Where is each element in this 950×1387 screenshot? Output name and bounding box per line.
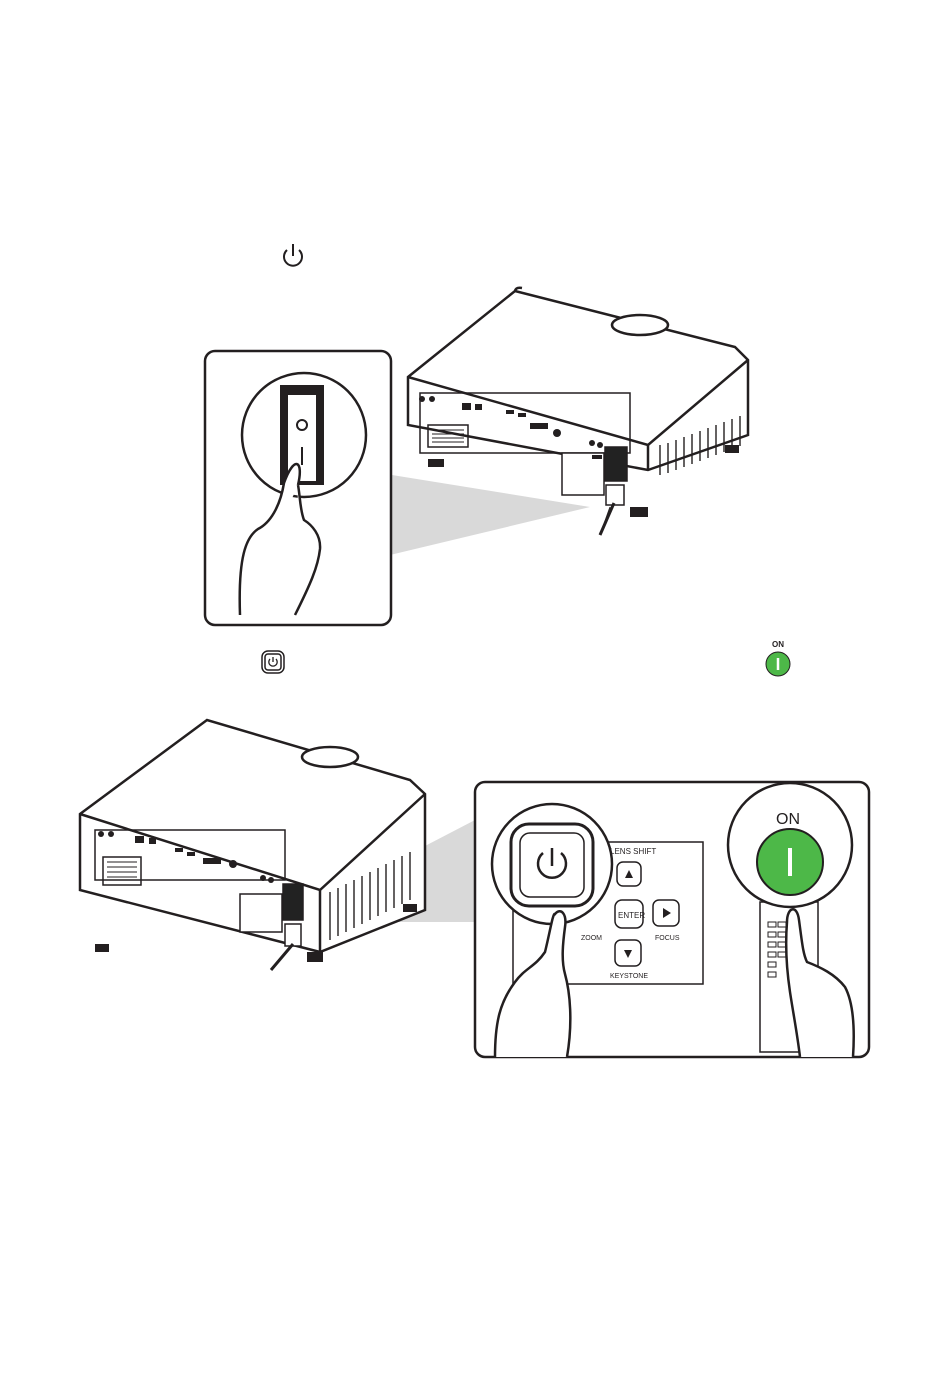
enter-label: ENTER xyxy=(618,911,645,920)
on-button-icon xyxy=(764,650,792,678)
power-icon xyxy=(278,240,308,272)
remote-on-label: ON xyxy=(776,811,800,828)
figure-power-button: LENS SHIFT ENTER ZOOM FOCUS KEYSTONE ON xyxy=(75,712,875,1062)
keystone-label: KEYSTONE xyxy=(610,973,648,980)
lens-shift-label: LENS SHIFT xyxy=(610,847,656,856)
figure-power-switch xyxy=(200,285,760,630)
on-label: ON xyxy=(762,640,794,649)
zoom-label: ZOOM xyxy=(581,935,602,942)
projector-illustration xyxy=(408,288,748,470)
focus-label: FOCUS xyxy=(655,935,680,942)
power-button-icon xyxy=(261,650,285,674)
